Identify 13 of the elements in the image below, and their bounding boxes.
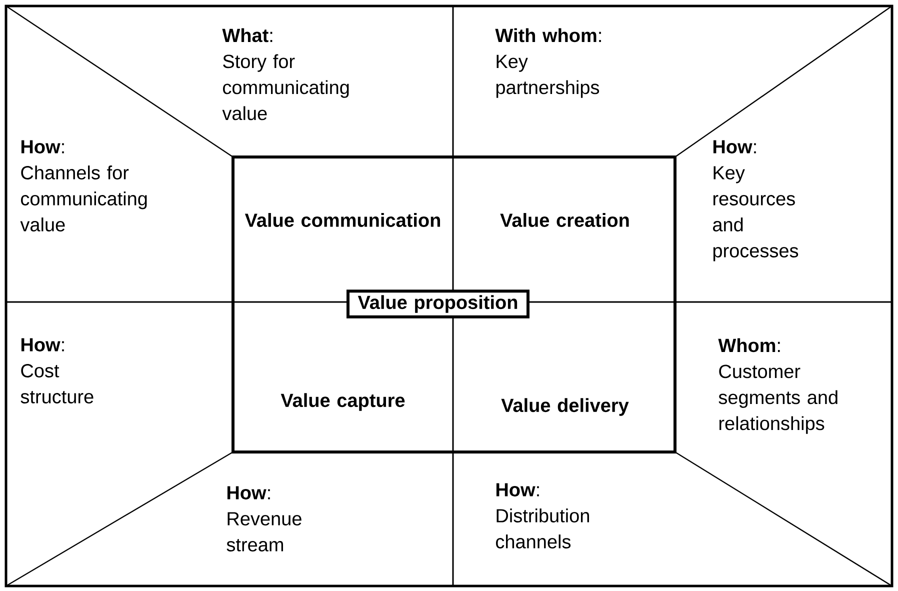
quadrant-label: Value delivery	[501, 398, 629, 416]
region-text: With whom: Key partnerships	[495, 28, 601, 98]
region-text: How: Key resources and processes	[713, 140, 798, 262]
region-text: How: Distribution channels	[496, 483, 589, 548]
proposition-box: Value proposition	[346, 290, 530, 318]
region-text: Whom: Customer segments and relationships	[718, 338, 838, 434]
region-text: How: Channels for communicating value	[20, 140, 147, 232]
region-text: How: Revenue stream	[226, 486, 302, 552]
quadrant-label: Value communication	[244, 213, 440, 227]
quadrant-label: Value creation	[500, 213, 629, 227]
region-text: How: Cost structure	[20, 338, 94, 404]
region-text: What: Story for communicating value	[222, 28, 349, 120]
quadrant-label: Value capture	[280, 393, 405, 411]
